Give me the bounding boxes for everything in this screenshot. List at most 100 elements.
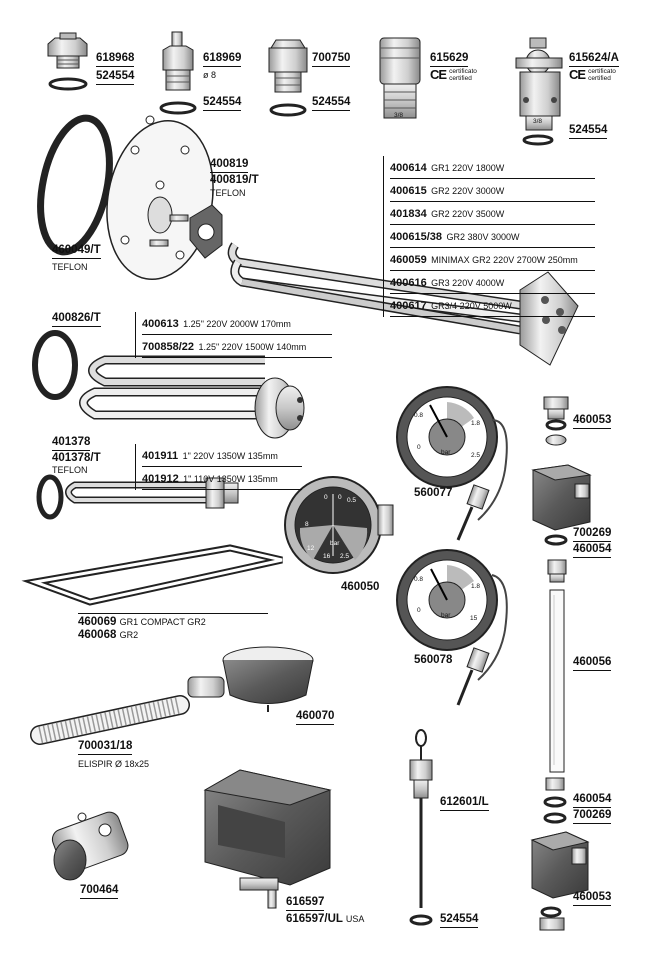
g560078-unit: bar: [441, 612, 451, 619]
label-460054-a: 460054: [573, 543, 612, 558]
heater-401911: [65, 477, 239, 509]
gasket-460049T: [37, 114, 113, 256]
label-teflon-a: TEFLON: [210, 188, 246, 198]
label-400819: 400819: [210, 158, 249, 173]
label-460069-row: 460069 GR1 COMPACT GR2: [78, 613, 268, 629]
block-460053-b: [530, 831, 590, 931]
label-616597UL-row: 616597/UL USA: [286, 913, 364, 926]
label-thread-b: 3/8: [533, 118, 543, 125]
valve-700464: [51, 811, 129, 881]
gasket-400819: [189, 204, 223, 259]
label-teflon-c: TEFLON: [52, 465, 88, 475]
label-615624A: 615624/A: [569, 52, 619, 67]
label-460054-b: 460054: [573, 793, 612, 808]
g460050-tick: 16: [323, 553, 331, 560]
fitting-460053-a: [543, 396, 569, 446]
valve-615624A: [515, 37, 563, 131]
label-618969: 618969: [203, 52, 242, 67]
oring-524554-a: [48, 77, 88, 91]
hose-700031-18: [30, 695, 190, 745]
label-usa: USA: [345, 914, 365, 924]
label-460069-desc: GR1 COMPACT GR2: [119, 617, 206, 627]
gauge-560078: [396, 549, 508, 706]
g560078-tick: 15: [470, 615, 478, 622]
label-460070: 460070: [296, 710, 335, 725]
label-460069: 460069: [78, 616, 117, 628]
g460050-tick: 2.5: [340, 553, 350, 560]
label-524554-e: 524554: [569, 124, 608, 139]
gasket-401378: [36, 474, 64, 520]
heater-row: 400613 1.25" 220V 2000W 170mm: [142, 312, 332, 335]
label-560078: 560078: [414, 654, 453, 666]
label-460068: 460068: [78, 629, 117, 641]
label-616597: 616597: [286, 896, 325, 911]
oring-524554-b: [159, 101, 197, 115]
g560077-unit: bar: [441, 449, 451, 456]
fitting-618969: [162, 31, 194, 91]
g560078-tick: 1.8: [471, 583, 481, 590]
gasket-400826T: [32, 330, 78, 400]
element-row: 460059 MINIMAX GR2 220V 2700W 250mm: [390, 248, 595, 271]
cert-text-en-b: certified: [588, 74, 611, 82]
ce-mark: CE: [430, 67, 447, 82]
heater-row: 700858/22 1.25" 220V 1500W 140mm: [142, 335, 332, 358]
oring-524554-e: [522, 134, 554, 146]
label-460068-desc: GR2: [119, 630, 139, 640]
element-row: 400617 GR3/4 220V 5000W: [390, 294, 595, 317]
g460050-tick: 8: [305, 521, 309, 528]
element-row: 400615 GR2 220V 3000W: [390, 179, 595, 202]
label-460049T: 460049/T: [52, 244, 101, 259]
label-460053-a: 460053: [573, 414, 612, 429]
fitting-700750: [268, 39, 308, 93]
label-524554-f: 524554: [440, 913, 479, 928]
g460050-tick: 0.5: [347, 497, 357, 504]
fitting-618968: [47, 32, 88, 69]
gauge-460050: [284, 476, 394, 574]
heating-element-400614: [227, 242, 579, 366]
switch-616597: [203, 769, 332, 909]
g560077-tick: 0: [417, 444, 421, 451]
element-row: 401834 GR2 220V 3500W: [390, 202, 595, 225]
cert-text-en: certified: [449, 74, 472, 82]
g560077-tick: 1.8: [471, 420, 481, 427]
g460050-tick: 12: [307, 545, 315, 552]
label-401378: 401378: [52, 436, 91, 451]
label-thread-a: 3/8: [394, 112, 404, 119]
cert-text-it: certificato: [449, 67, 477, 75]
heating-elements-list: 400614 GR1 220V 1800W 400615 GR2 220V 30…: [383, 156, 595, 317]
cert-615629: CE certificato certified: [430, 67, 477, 82]
label-teflon-b: TEFLON: [52, 262, 88, 272]
g560078-tick: 0: [417, 607, 421, 614]
label-400819T: 400819/T: [210, 174, 259, 186]
label-612601L: 612601/L: [440, 796, 489, 811]
element-row: 400614 GR1 220V 1800W: [390, 156, 595, 179]
label-524554-c: 524554: [312, 96, 351, 111]
label-460068-row: 460068 GR2: [78, 629, 138, 642]
label-615629: 615629: [430, 52, 469, 67]
heater-small-list: 400613 1.25" 220V 2000W 170mm 700858/22 …: [135, 312, 332, 358]
tube-460056: [547, 559, 567, 773]
ce-mark-b: CE: [569, 67, 586, 82]
label-700269-b: 700269: [573, 809, 612, 824]
probe-612601L: [409, 729, 433, 926]
valve-615629: [379, 37, 421, 119]
label-460053-b: 460053: [573, 891, 612, 906]
element-row: 400615/38 GR2 380V 3000W: [390, 225, 595, 248]
label-524554-b: 524554: [203, 96, 242, 111]
g560077-tick: 0.8: [414, 412, 424, 419]
g460050-unit: bar: [330, 540, 340, 547]
block-700269-a: [531, 464, 592, 546]
label-401378T: 401378/T: [52, 452, 101, 464]
heater-400613: [79, 355, 305, 439]
gasket-460069: [21, 544, 283, 606]
element-row: 400616 GR3 220V 4000W: [390, 271, 595, 294]
label-616597UL: 616597/UL: [286, 913, 343, 925]
label-618969-note: ø 8: [203, 70, 217, 80]
heater-mini-list: 401911 1" 220V 1350W 135mm 401912 1" 110…: [135, 444, 302, 490]
label-700031-18: 700031/18: [78, 740, 133, 755]
g460050-tick: 0: [324, 494, 328, 501]
heater-row: 401911 1" 220V 1350W 135mm: [142, 444, 302, 467]
label-460050: 460050: [341, 581, 380, 593]
boiler-cup-460070: [187, 646, 314, 712]
